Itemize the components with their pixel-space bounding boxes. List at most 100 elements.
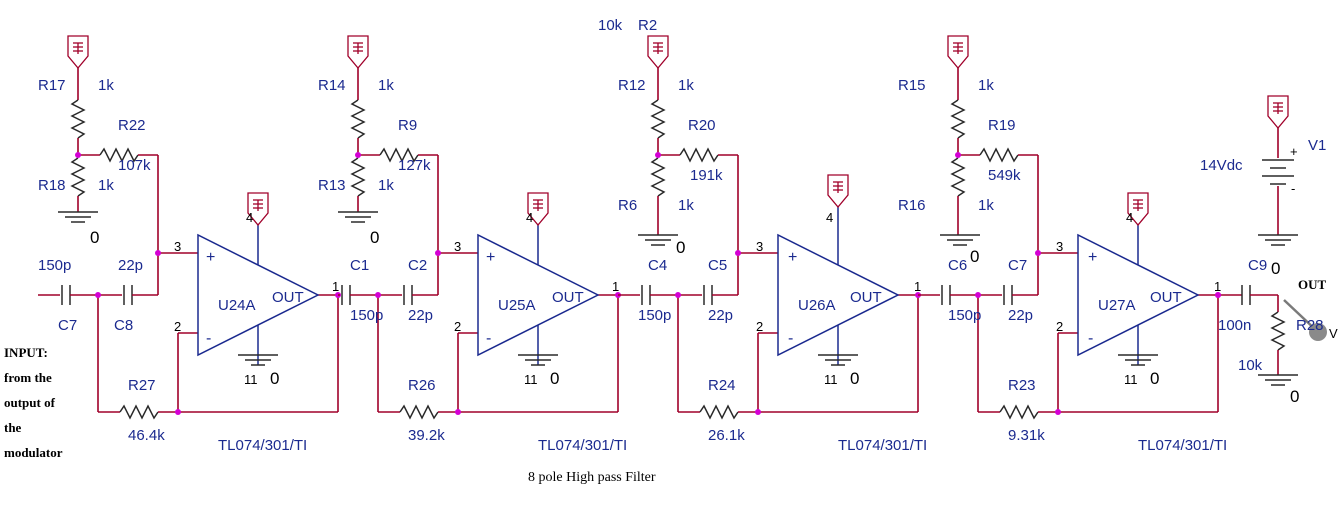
r-fb-value: 107k [118,157,151,174]
pin-out: 1 [1214,279,1221,294]
vcc-flag-icon [67,35,89,69]
pin-minus: 2 [454,319,461,334]
c9-ref: C9 [1248,257,1267,274]
c9-gnd-label: 0 [1271,259,1280,278]
junction-dot [75,152,81,158]
v1-ref: V1 [1308,137,1326,154]
v1-minus: - [1291,181,1295,196]
vcc-flag-icon [347,35,369,69]
r-bot-value: 1k [378,177,394,194]
c-in-value: 150p [948,307,981,324]
vcc-flag-icon [1267,95,1289,129]
r-out-value: 39.2k [408,427,445,444]
ground-icon [1257,374,1299,386]
junction-dot [1035,250,1041,256]
c-mid-value: 22p [408,307,433,324]
r-top-ref: R14 [318,77,346,94]
pin-vcc: 4 [1126,210,1133,225]
pin-plus: 3 [174,239,181,254]
r-out-value: 46.4k [128,427,165,444]
ground-icon [1257,234,1299,246]
r2-ref: R2 [638,17,657,34]
opamp-ref: U24A [218,297,256,314]
pin-out: 1 [612,279,619,294]
c-in-value: 150p [38,257,71,274]
junction-dot [1215,292,1221,298]
pin-plus: 3 [756,239,763,254]
r2-value: 10k [598,17,623,34]
voltage-probe-icon[interactable] [1309,323,1327,341]
pin-vcc: 4 [526,210,533,225]
c-in-ref: C7 [58,317,77,334]
r-bot-value: 1k [98,177,114,194]
r-top-ref: R12 [618,77,646,94]
minus-sign: - [788,330,793,347]
junction-dot [1055,409,1061,415]
r-bot-value: 1k [978,197,994,214]
ground-icon [337,211,379,223]
opamp-out-label: OUT [272,289,304,306]
pin-out: 1 [332,279,339,294]
resistor-output [119,404,159,420]
resistor-feedback [679,147,719,163]
input-note-line: from the [4,370,52,385]
opamp-ref: U27A [1098,297,1136,314]
c-mid-value: 22p [1008,307,1033,324]
stage-4: R15 1k R19 549k R16 1k 0 C6 150p C7 22p … [898,35,1242,454]
r-bot-ref: R13 [318,177,346,194]
resistor-top [70,99,86,139]
plus-sign: + [486,249,495,266]
resistor-bottom [70,157,86,197]
pin-vee: 11 [1124,372,1138,387]
pin-vcc: 4 [826,210,833,225]
resistor-feedback [379,147,419,163]
dc-supply: V1 14Vdc + - [1200,95,1326,246]
opamp-out-label: OUT [1150,289,1182,306]
resistor-load [1270,311,1286,351]
gnd-label: 0 [676,238,685,257]
v1-value: 14Vdc [1200,157,1243,174]
ground-icon [57,211,99,223]
c-in-ref: C6 [948,257,967,274]
r-fb-value: 127k [398,157,431,174]
resistor-bottom [950,157,966,197]
stage-3: 10k R2 R12 1k R20 191k R6 1k 0 C4 150p C… [598,17,927,454]
r-bot-ref: R16 [898,197,926,214]
vcc-flag-icon [647,35,669,69]
c-mid-value: 22p [118,257,143,274]
c-in-ref: C4 [648,257,667,274]
resistor-bottom [350,157,366,197]
gnd-label: 0 [90,228,99,247]
resistor-bottom [650,157,666,197]
c-mid-ref: C8 [114,317,133,334]
pin-vee: 11 [524,372,538,387]
r28-gnd-label: 0 [1290,387,1299,406]
opamp-part: TL074/301/TI [838,437,927,454]
junction-dot [455,409,461,415]
r-out-value: 9.31k [1008,427,1045,444]
pin-minus: 2 [1056,319,1063,334]
c-mid-ref: C5 [708,257,727,274]
junction-dot [155,250,161,256]
stage-1: R17 1k R22 107k R18 1k 0 150p C7 22p C8 … [38,35,341,454]
opamp-out-label: OUT [850,289,882,306]
junction-dot [375,292,381,298]
plus-sign: + [788,249,797,266]
c9-value: 100n [1218,317,1251,334]
opamp-ref: U25A [498,297,536,314]
input-note-line: the [4,420,22,435]
junction-dot [955,152,961,158]
r28-value: 10k [1238,357,1263,374]
v1-plus: + [1290,144,1298,159]
r-top-ref: R15 [898,77,926,94]
pin-vee: 11 [244,372,258,387]
resistor-top [650,99,666,139]
resistor-output [399,404,439,420]
resistor-feedback [99,147,139,163]
junction-dot [435,250,441,256]
resistor-output [699,404,739,420]
junction-dot [755,409,761,415]
opamp-ref: U26A [798,297,836,314]
diagram-caption: 8 pole High pass Filter [528,470,656,485]
resistor-top [350,99,366,139]
